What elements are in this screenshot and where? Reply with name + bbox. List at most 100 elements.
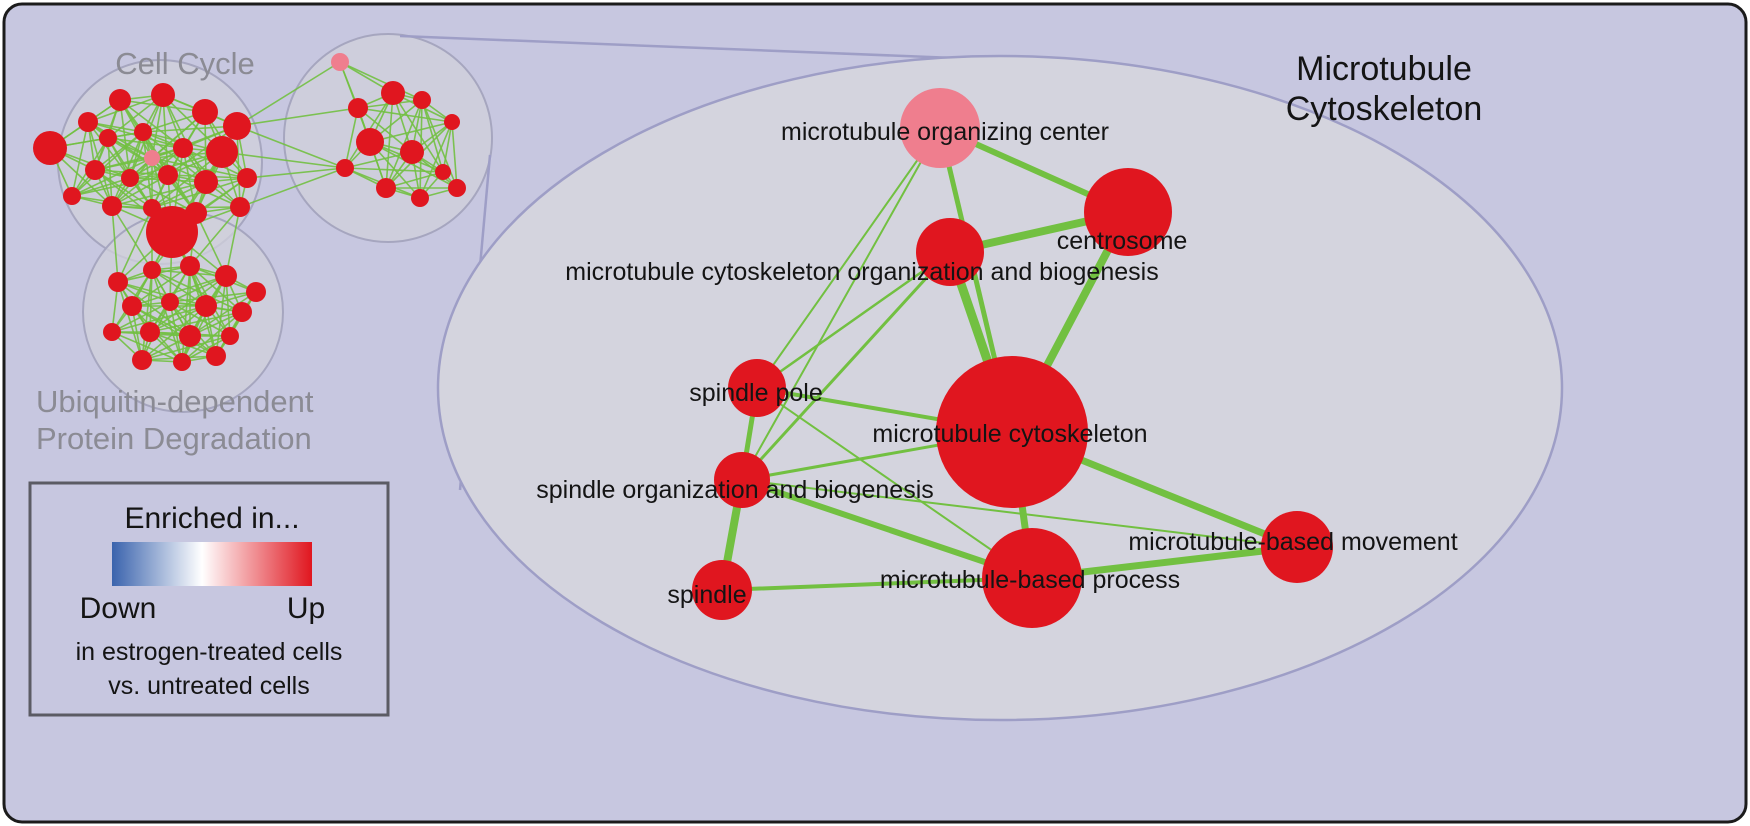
- overview-edge: [195, 212, 227, 277]
- zoomed-network: microtubule organizing center centrosome m…: [536, 88, 1458, 628]
- overview-node: [180, 256, 200, 276]
- edge-microtubule-cytoskeleton-organization-and-biogenesis--spindle-pole: [755, 250, 952, 390]
- overview-node: [151, 83, 175, 107]
- ubiquitin-label-line2: Protein Degradation: [36, 421, 312, 456]
- overview-edge: [189, 265, 243, 313]
- node-microtubule-cytoskeleton-organization-and-biogenesis: [916, 218, 984, 286]
- overview-node: [237, 168, 257, 188]
- overview-edge: [419, 121, 453, 199]
- overview-edge: [131, 275, 227, 307]
- overview-edge: [151, 177, 248, 209]
- overview-node: [223, 112, 251, 140]
- node-label-centrosome: centrosome: [1057, 227, 1188, 255]
- overview-node: [121, 169, 139, 187]
- overview-edge: [111, 331, 183, 363]
- node-microtubule-based-process: [982, 528, 1082, 628]
- overview-edge: [189, 206, 241, 267]
- overview-edge: [131, 265, 191, 307]
- node-label-microtubule-cytoskeleton: microtubule cytoskeleton: [872, 420, 1147, 448]
- overview-edge: [236, 125, 346, 169]
- overview-node: [348, 98, 368, 118]
- overview-edge: [107, 137, 113, 207]
- region-title-line2: Cytoskeleton: [1286, 90, 1483, 128]
- overview-edge: [117, 281, 143, 361]
- overview-node: [109, 89, 131, 111]
- node-microtubule-organizing-center: [900, 88, 980, 168]
- overview-edge: [221, 151, 346, 169]
- overview-node: [221, 327, 239, 345]
- edge-spindle--microtubule-based-process: [720, 576, 1034, 592]
- overview-edge: [181, 265, 191, 363]
- overview-node: [132, 350, 152, 370]
- legend-box: [28, 481, 390, 717]
- overview-node: [444, 114, 460, 130]
- overview-edge: [111, 301, 171, 333]
- node-spindle-pole: [728, 359, 786, 417]
- overview-node: [381, 81, 405, 105]
- overview-node: [206, 136, 238, 168]
- overview-edge: [111, 181, 207, 207]
- ubiquitin-label-line1: Ubiquitin-dependent: [36, 384, 314, 419]
- overview-edge: [451, 121, 458, 189]
- overview-edge: [71, 121, 89, 197]
- overview-edge: [149, 311, 243, 333]
- edge-microtubule-cytoskeleton-organization-and-biogenesis--spindle-organization-and-biogenesis: [740, 250, 952, 482]
- overview-node: [246, 282, 266, 302]
- overview-node: [143, 261, 161, 279]
- overview-node: [413, 91, 431, 109]
- overview-edge: [385, 92, 394, 189]
- overview-node: [215, 265, 237, 287]
- node-label-spindle-organization-and-biogenesis: spindle organization and biogenesis: [536, 476, 934, 504]
- node-label-microtubule-based-process: microtubule-based process: [880, 566, 1180, 594]
- overview-edge: [236, 61, 341, 127]
- legend-title: Enriched in...: [124, 502, 299, 535]
- node-label-spindle-pole: spindle pole: [689, 379, 822, 407]
- overview-node: [173, 138, 193, 158]
- overview-node: [85, 160, 105, 180]
- overview-edge: [344, 167, 444, 173]
- overview-node: [134, 123, 152, 141]
- overview-node: [173, 353, 191, 371]
- overview-node: [146, 206, 198, 258]
- overview-node: [179, 325, 201, 347]
- node-label-microtubule-organizing-center: microtubule organizing center: [781, 118, 1109, 146]
- overview-node: [194, 170, 218, 194]
- overview-edge: [169, 291, 257, 303]
- overview-edge: [344, 107, 359, 169]
- overview-node: [411, 189, 429, 207]
- overview-edge: [181, 311, 243, 363]
- overview-edge: [392, 92, 444, 173]
- node-spindle: [692, 560, 752, 620]
- overview-edge: [71, 157, 153, 197]
- overview-edge: [111, 305, 207, 333]
- edge-spindle-organization-and-biogenesis--microtubule-based-movement: [741, 479, 1298, 548]
- node-spindle-organization-and-biogenesis: [714, 452, 770, 508]
- overview-edge: [421, 99, 458, 189]
- edge-spindle-pole--microtubule-based-process: [756, 387, 1033, 579]
- node-microtubule-cytoskeleton: [936, 356, 1088, 508]
- overview-node: [122, 296, 142, 316]
- legend-up-label: Up: [287, 592, 325, 625]
- overview-edge: [189, 291, 257, 337]
- overview-node: [99, 129, 117, 147]
- overview-edge: [142, 131, 153, 209]
- overview-edge: [111, 205, 119, 283]
- overview-node: [161, 293, 179, 311]
- node-label-spindle: spindle: [667, 581, 746, 609]
- overview-node: [78, 112, 98, 132]
- overview-edge: [71, 177, 131, 197]
- node-label-microtubule-cytoskeleton-organization-and-biogenesis: microtubule cytoskeleton organization an…: [565, 258, 1158, 286]
- overview-node: [230, 197, 250, 217]
- overview-node: [108, 272, 128, 292]
- legend-caption-line2: vs. untreated cells: [108, 672, 310, 700]
- overview-node: [140, 322, 160, 342]
- overview-edge: [142, 125, 238, 133]
- overview-node: [336, 159, 354, 177]
- overview-edge: [225, 206, 241, 277]
- overview-edge: [357, 107, 453, 123]
- overview-edge: [111, 205, 153, 271]
- overview-node: [195, 295, 217, 317]
- enrichment-gradient-bar: [112, 542, 312, 586]
